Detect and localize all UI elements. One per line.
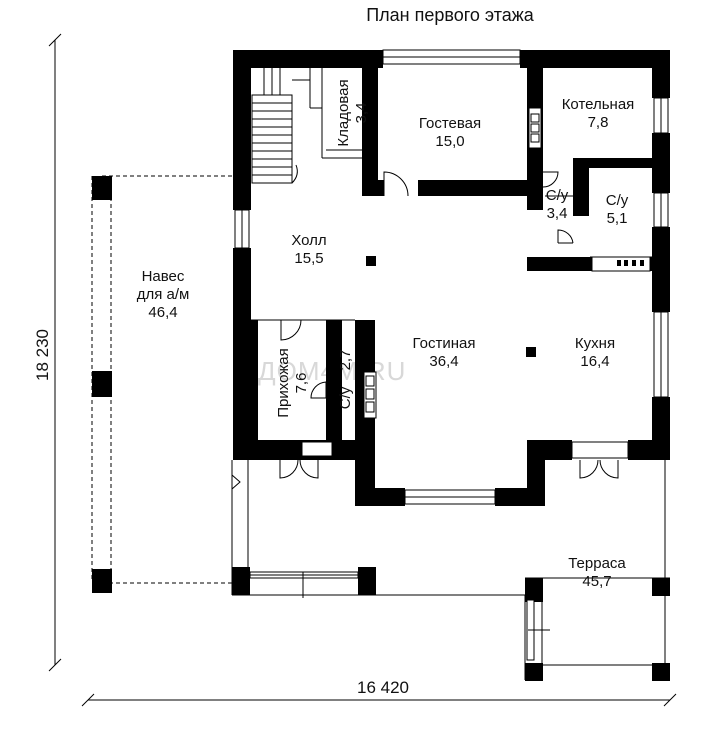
svg-text:2,7: 2,7 [337, 350, 354, 371]
svg-text:для а/м: для а/м [137, 286, 190, 303]
windows [234, 49, 669, 505]
partitions [251, 195, 652, 321]
doors [231, 171, 619, 490]
svg-text:Терраса: Терраса [568, 555, 626, 572]
svg-text:5,1: 5,1 [607, 210, 628, 227]
svg-text:7,6: 7,6 [293, 373, 310, 394]
plan-title: План первого этажа [366, 5, 535, 25]
svg-text:Холл: Холл [291, 232, 326, 249]
room-wc-3: С/у 2,7 [337, 350, 354, 410]
room-boiler: Котельная 7,8 [562, 96, 635, 131]
height-dimension: 18 230 [33, 329, 52, 381]
room-wc-1: С/у 3,4 [546, 187, 569, 222]
width-dimension: 16 420 [357, 678, 409, 697]
svg-text:Кладовая: Кладовая [335, 79, 352, 146]
carport-outline [91, 175, 236, 593]
dimension-lines [48, 33, 677, 707]
staircase [251, 68, 362, 184]
room-living: Гостиная 36,4 [413, 335, 476, 370]
svg-text:Котельная: Котельная [562, 96, 635, 113]
room-carport: Навес для а/м 46,4 [137, 268, 190, 321]
room-kitchen: Кухня 16,4 [575, 335, 615, 370]
svg-text:С/у: С/у [546, 187, 569, 204]
svg-text:15,5: 15,5 [294, 250, 323, 267]
svg-text:7,8: 7,8 [588, 114, 609, 131]
svg-text:Гостевая: Гостевая [419, 115, 481, 132]
interior-walls [250, 65, 655, 442]
svg-text:3,4: 3,4 [547, 205, 568, 222]
fixtures [363, 107, 542, 419]
room-guest: Гостевая 15,0 [419, 115, 481, 150]
room-entry: Прихожая 7,6 [275, 348, 310, 418]
svg-text:3,4: 3,4 [353, 103, 370, 124]
terrace-outline [231, 455, 670, 681]
svg-text:С/у: С/у [337, 386, 354, 409]
svg-text:Навес: Навес [142, 268, 185, 285]
room-terrace: Терраса 45,7 [568, 555, 626, 590]
svg-text:Прихожая: Прихожая [275, 348, 292, 418]
svg-text:16,4: 16,4 [580, 353, 609, 370]
room-wc-2: С/у 5,1 [606, 192, 629, 227]
svg-text:Кухня: Кухня [575, 335, 615, 352]
svg-text:36,4: 36,4 [429, 353, 458, 370]
svg-text:46,4: 46,4 [148, 304, 177, 321]
room-hall: Холл 15,5 [291, 232, 326, 267]
svg-text:С/у: С/у [606, 192, 629, 209]
svg-text:Гостиная: Гостиная [413, 335, 476, 352]
svg-text:15,0: 15,0 [435, 133, 464, 150]
svg-text:45,7: 45,7 [582, 573, 611, 590]
room-storage: Кладовая 3,4 [335, 79, 370, 146]
